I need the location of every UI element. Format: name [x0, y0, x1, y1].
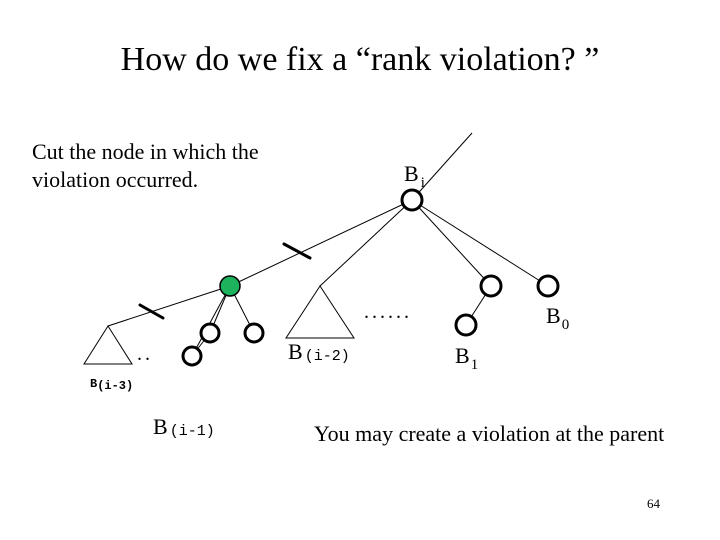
node-right-child [243, 322, 265, 344]
cut-mark-upper [282, 242, 312, 260]
page-number: 64 [647, 496, 660, 511]
label-b-i-minus-3: B(i-3) [90, 377, 133, 393]
label-dots-left: .. [137, 343, 153, 365]
node-b-1 [479, 274, 503, 298]
node-b-0 [536, 274, 560, 298]
root-edge [411, 132, 473, 201]
edge-green-to-dots-child [191, 285, 231, 357]
edge-root-to-b-1 [411, 199, 492, 287]
edge-root-to-b-i-minus-2 [319, 199, 413, 287]
caption-text: Cut the node in which the violation occu… [32, 139, 259, 192]
node-mid-child [199, 322, 221, 344]
slide-title: How do we fix a “rank violation? ” [120, 41, 600, 78]
edge-green-to-b-i-minus-3 [107, 285, 231, 327]
node-leaf [181, 345, 203, 367]
label-b-0: B0 [546, 303, 569, 333]
node-b-1-child [454, 313, 478, 337]
cut-mark-lower [138, 303, 165, 320]
root-node-b-i [400, 188, 424, 212]
subtree-triangle-b-i-minus-3 [83, 325, 133, 365]
label-b-i-minus-2: B(i-2) [288, 339, 350, 365]
note-text: You may create a violation at the parent [314, 421, 665, 446]
subtree-triangle-b-i-minus-2 [285, 285, 355, 339]
label-b-i-minus-1: B(i-1) [153, 414, 215, 440]
edge-root-to-b-0 [411, 199, 549, 287]
label-dots-middle: ...... [364, 301, 412, 323]
edge-root-to-cut-branch [229, 199, 413, 287]
label-b-1: B1 [455, 343, 478, 373]
violating-node-highlight [219, 275, 241, 297]
